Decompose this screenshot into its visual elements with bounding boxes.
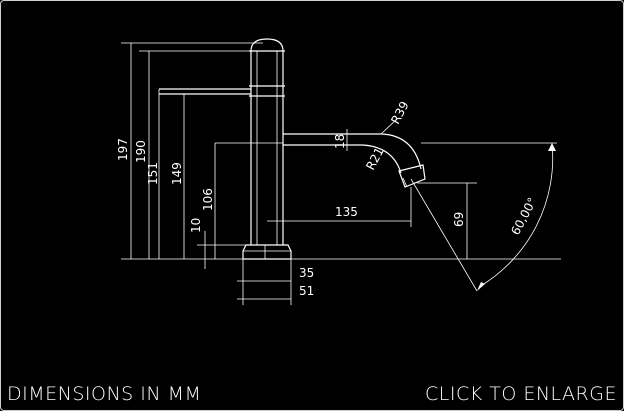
vertical-dimensions xyxy=(121,42,283,269)
dim-149-label: 149 xyxy=(170,162,184,185)
dim-190-label: 190 xyxy=(134,140,148,163)
dim-69-label: 69 xyxy=(452,212,466,227)
dim-10-label: 10 xyxy=(189,218,203,233)
r39-leader xyxy=(380,118,398,135)
outlet-height-dimension xyxy=(417,182,477,259)
dim-35-label: 35 xyxy=(299,266,314,280)
dim-18-label: 18 xyxy=(333,134,347,149)
r21-label: R21 xyxy=(363,145,386,172)
units-caption: DIMENSIONS IN MM xyxy=(7,383,202,405)
dim-135-label: 135 xyxy=(335,205,358,219)
spout-reach-dimension xyxy=(267,187,412,227)
faucet-body xyxy=(159,38,426,260)
angle-label: 60,00° xyxy=(508,195,539,237)
dim-51-label: 51 xyxy=(299,284,314,298)
click-to-enlarge-link[interactable]: CLICK TO ENLARGE xyxy=(425,383,617,405)
r39-label: R39 xyxy=(388,99,411,126)
spout-angle-dimension xyxy=(410,142,557,292)
dim-106-label: 106 xyxy=(201,188,215,211)
dim-151-label: 151 xyxy=(146,162,160,185)
base-width-dimensions xyxy=(237,259,292,305)
dim-197-label: 197 xyxy=(116,138,130,161)
